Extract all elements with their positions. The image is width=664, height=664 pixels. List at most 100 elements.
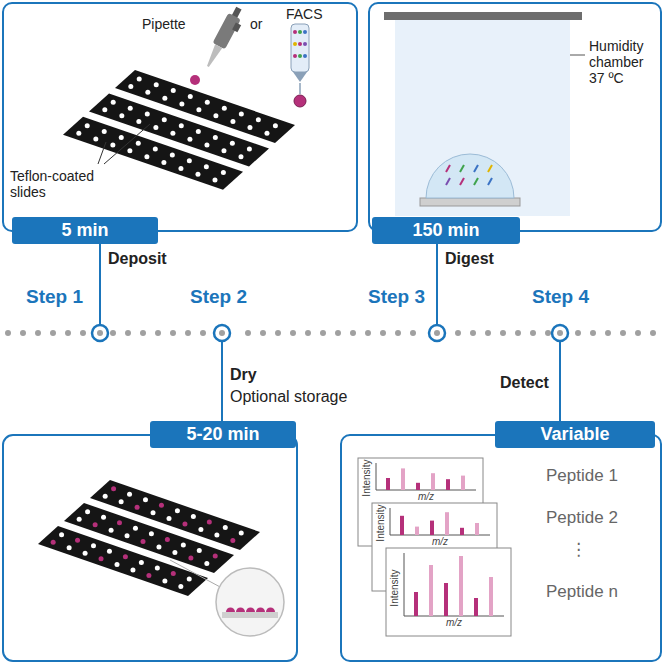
well	[109, 528, 114, 533]
magnifier-leader	[170, 560, 222, 588]
pipette-body	[213, 13, 241, 50]
spectrum-peak	[400, 516, 404, 535]
step-panel: Peptide 1Peptide 2⋮Peptide n	[340, 434, 662, 662]
panel-text: Teflon-coated slides	[10, 168, 118, 200]
well	[162, 579, 167, 584]
dried-spot	[236, 608, 245, 613]
timeline-dot	[125, 330, 131, 336]
step-marker-dot	[434, 330, 440, 336]
well	[191, 514, 196, 519]
timeline-dot	[365, 330, 371, 336]
sorted-cell	[293, 30, 297, 34]
droplet	[190, 75, 200, 85]
well	[230, 538, 235, 543]
axis-label: m/z	[432, 536, 448, 548]
step-marker	[429, 325, 445, 341]
step-marker	[92, 325, 108, 341]
label-wrap: Detect	[500, 374, 549, 392]
well	[223, 525, 228, 530]
timeline-dot	[605, 330, 611, 336]
timeline-dot	[380, 330, 386, 336]
label-wrap: m/z	[446, 617, 462, 629]
well	[213, 113, 218, 118]
well	[107, 549, 112, 554]
axis	[390, 508, 391, 535]
well	[135, 505, 140, 510]
panel-text: FACS	[286, 6, 323, 22]
timeline-dot	[635, 330, 641, 336]
spectrum-peak	[415, 527, 419, 535]
well	[93, 137, 98, 142]
well	[85, 509, 90, 514]
well	[238, 154, 243, 159]
spectrum-peak	[461, 476, 465, 490]
peptide-fragment	[474, 178, 478, 185]
well	[162, 96, 167, 101]
spectrum-peak	[444, 583, 448, 616]
well	[125, 533, 130, 538]
axis-label: m/z	[418, 491, 434, 503]
well	[119, 499, 124, 504]
timeline-dot	[200, 330, 206, 336]
well	[59, 532, 64, 537]
panel-text: ⋮	[570, 540, 587, 560]
dried-spot	[256, 608, 265, 613]
panel-text: Pipette	[142, 16, 186, 32]
step-marker-dot	[557, 330, 563, 336]
text-wrap: 5-20 min	[186, 424, 259, 445]
duration-tab: Variable	[495, 421, 655, 448]
sorted-droplet	[294, 95, 306, 107]
spectrum-peak	[430, 521, 434, 535]
well	[145, 90, 150, 95]
step-label: Step 4	[532, 286, 589, 308]
label-wrap: Step 1	[26, 286, 83, 308]
label-wrap: Digest	[445, 250, 494, 268]
timeline-dot	[620, 330, 626, 336]
well	[119, 135, 124, 140]
well	[214, 533, 219, 538]
well	[213, 135, 218, 140]
timeline-dot	[455, 330, 461, 336]
well	[151, 510, 156, 515]
well	[137, 76, 142, 81]
leader-line	[98, 142, 106, 164]
well	[102, 107, 107, 112]
well	[115, 562, 120, 567]
well	[221, 170, 226, 175]
timeline-dot	[320, 330, 326, 336]
timeline-dot	[110, 330, 116, 336]
timeline-dot	[590, 330, 596, 336]
nozzle	[293, 72, 307, 82]
spectrum-peak	[474, 598, 478, 616]
well	[264, 131, 269, 136]
step-connector	[221, 341, 223, 421]
chamber-lid	[384, 12, 582, 20]
label-wrap: Step 3	[368, 286, 425, 308]
well	[110, 142, 115, 147]
timeline-dot	[260, 330, 266, 336]
leader-line	[104, 124, 150, 164]
peptide-fragment	[460, 165, 464, 172]
timeline-dot	[80, 330, 86, 336]
well	[204, 142, 209, 147]
well	[130, 567, 135, 572]
well	[188, 94, 193, 99]
dry-illustration	[3, 435, 297, 661]
well	[133, 526, 138, 531]
well	[85, 123, 90, 128]
well	[187, 137, 192, 142]
well	[181, 542, 186, 547]
well	[170, 131, 175, 136]
step-marker-dot	[97, 330, 103, 336]
well	[161, 160, 166, 165]
well	[165, 537, 170, 542]
axis-label: Intensity	[375, 504, 387, 541]
timeline-dot	[155, 330, 161, 336]
text-wrap: ⋮	[570, 540, 587, 560]
step-connector	[559, 341, 561, 421]
well	[188, 556, 193, 561]
well	[179, 102, 184, 107]
slide	[420, 198, 520, 206]
step-label: Step 1	[26, 286, 83, 308]
